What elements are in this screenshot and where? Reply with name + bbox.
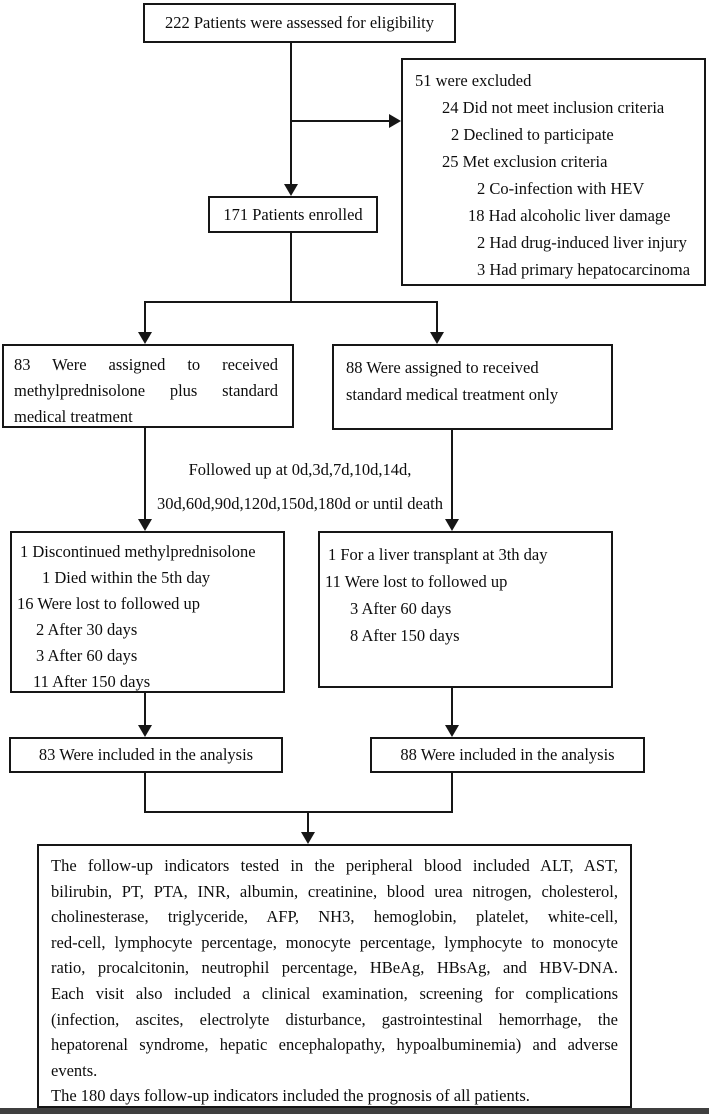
bottom-scan-bar <box>0 1108 709 1114</box>
excluded-line: 25 Met exclusion criteria <box>442 152 608 171</box>
box-indicators: The follow-up indicators tested in the p… <box>37 844 632 1108</box>
arrowhead-right-dropout-icon <box>445 519 459 531</box>
box-assessed: 222 Patients were assessed for eligibili… <box>143 3 456 43</box>
dropout-left-line: 16 Were lost to followed up <box>17 594 201 613</box>
excluded-line: 3 Had primary hepatocarcinoma <box>477 260 691 279</box>
arm-left-line: 83 Were assigned to received <box>14 355 278 374</box>
dropout-left-line: 1 Discontinued methylprednisolone <box>20 542 256 561</box>
indicators-line: The 180 days follow-up indicators includ… <box>51 1086 530 1106</box>
dropout-left-line: 3 After 60 days <box>36 646 138 665</box>
box-dropout-right: 1 For a liver transplant at 3th day 11 W… <box>318 531 613 688</box>
connector-left-followup <box>144 428 146 519</box>
arrowhead-enrolled-icon <box>284 184 298 196</box>
excluded-line: 2 Co-infection with HEV <box>477 179 645 198</box>
connector-left-arm-drop <box>144 301 146 333</box>
connector-right-followup <box>451 430 453 519</box>
indicators-line: (infection, ascites, electrolyte disturb… <box>51 1009 618 1029</box>
box-analysis-left: 83 Were included in the analysis <box>9 737 283 773</box>
indicators-line: red-cell, lymphocyte percentage, monocyt… <box>51 932 618 952</box>
arrowhead-left-analysis-icon <box>138 725 152 737</box>
indicators-line: cholinesterase, triglyceride, AFP, NH3, … <box>51 907 618 927</box>
arm-right-line: 88 Were assigned to received <box>346 358 539 377</box>
connector-excluded-branch <box>291 120 390 122</box>
connector-split-horizontal <box>144 301 438 303</box>
excluded-line: 2 Had drug-induced liver injury <box>477 233 687 252</box>
box-analysis-right: 88 Were included in the analysis <box>370 737 645 773</box>
connector-right-converge <box>451 773 453 813</box>
assessed-text: 222 Patients were assessed for eligibili… <box>165 13 434 32</box>
connector-left-analysis <box>144 693 146 725</box>
indicators-line: events. <box>51 1060 98 1080</box>
box-arm-standard: 88 Were assigned to received standard me… <box>332 344 613 430</box>
dropout-right-line: 11 Were lost to followed up <box>325 572 508 591</box>
arm-left-line: medical treatment <box>14 407 133 426</box>
indicators-line: hepatorenal syndrome, hepatic encephalop… <box>51 1035 618 1055</box>
dropout-right-line: 8 After 150 days <box>350 626 460 645</box>
indicators-line: ratio, procalcitonin, neutrophil percent… <box>51 958 618 978</box>
indicators-line: Each visit also included a clinical exam… <box>51 983 618 1003</box>
connector-right-analysis <box>451 688 453 725</box>
connector-converge-horizontal <box>144 811 453 813</box>
indicators-line: bilirubin, PT, PTA, INR, albumin, creati… <box>51 881 618 901</box>
analysis-right-text: 88 Were included in the analysis <box>400 745 615 764</box>
dropout-right-line: 1 For a liver transplant at 3th day <box>328 545 548 564</box>
followup-note-line: Followed up at 0d,3d,7d,10d,14d, <box>188 460 412 479</box>
followup-note-line: 30d,60d,90d,120d,150d,180d or until deat… <box>157 494 443 513</box>
excluded-line: 2 Declined to participate <box>451 125 614 144</box>
connector-right-arm-drop <box>436 301 438 333</box>
box-enrolled: 171 Patients enrolled <box>208 196 378 233</box>
arm-right-line: standard medical treatment only <box>346 385 559 404</box>
excluded-line: 24 Did not meet inclusion criteria <box>442 98 665 117</box>
arrowhead-right-arm-icon <box>430 332 444 344</box>
analysis-left-text: 83 Were included in the analysis <box>38 745 254 764</box>
arrowhead-excluded-icon <box>389 114 401 128</box>
arrowhead-left-dropout-icon <box>138 519 152 531</box>
arrowhead-indicators-icon <box>301 832 315 844</box>
box-dropout-left: 1 Discontinued methylprednisolone 1 Died… <box>10 531 285 693</box>
excluded-line: 51 were excluded <box>415 71 532 90</box>
dropout-right-line: 3 After 60 days <box>350 599 452 618</box>
connector-mid-drop <box>307 811 309 832</box>
arrowhead-right-analysis-icon <box>445 725 459 737</box>
box-excluded: 51 were excluded 24 Did not meet inclusi… <box>401 58 706 286</box>
dropout-left-line: 1 Died within the 5th day <box>42 568 211 587</box>
enrolled-text: 171 Patients enrolled <box>223 204 363 224</box>
connector-top-vertical <box>290 43 292 185</box>
arm-left-line: methylprednisolone plus standard <box>14 381 278 400</box>
dropout-left-line: 11 After 150 days <box>33 672 151 691</box>
followup-note: Followed up at 0d,3d,7d,10d,14d, 30d,60d… <box>110 453 490 521</box>
excluded-line: 18 Had alcoholic liver damage <box>468 206 671 225</box>
indicators-line: The follow-up indicators tested in the p… <box>51 856 618 875</box>
box-arm-methylprednisolone: 83 Were assigned to received methylpredn… <box>2 344 294 428</box>
connector-enrolled-vertical <box>290 233 292 302</box>
dropout-left-line: 2 After 30 days <box>36 620 138 639</box>
arrowhead-left-arm-icon <box>138 332 152 344</box>
connector-left-converge <box>144 773 146 813</box>
